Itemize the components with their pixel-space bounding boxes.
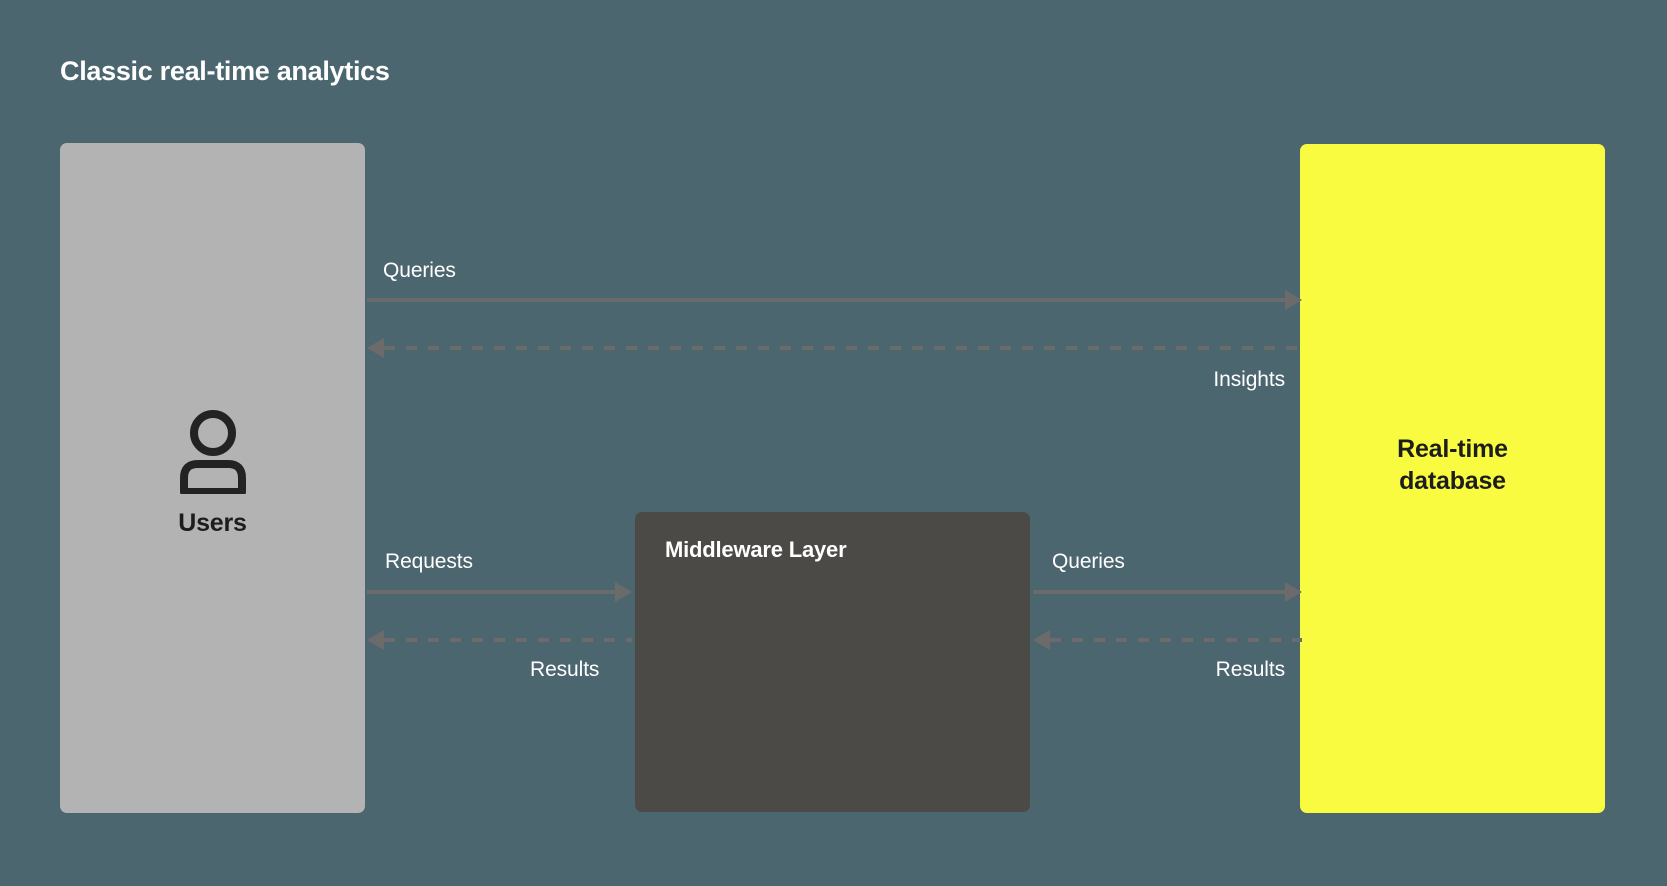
edge-label-insights: Insights: [1213, 368, 1285, 391]
person-icon: [60, 408, 365, 499]
edge-users-to-middleware-requests: [367, 582, 632, 608]
edge-label-requests: Requests: [385, 550, 473, 573]
users-node-label: Users: [178, 509, 247, 537]
node-realtime-database: Real-time database: [1300, 144, 1605, 813]
edge-database-to-middleware-results: [1033, 630, 1302, 656]
edge-middleware-to-database-queries: [1033, 582, 1302, 608]
edge-users-to-database-queries: [367, 290, 1302, 316]
middleware-node-label: Middleware Layer: [665, 537, 847, 562]
edge-middleware-to-users-results: [367, 630, 632, 656]
edge-label-results-middleware-users: Results: [530, 658, 600, 681]
users-node-content: Users: [60, 408, 365, 538]
database-label-line-1: Real-time: [1397, 435, 1508, 463]
database-label-line-2: database: [1399, 466, 1506, 495]
edge-database-to-users-insights: [367, 338, 1302, 364]
edge-label-results-database-middleware: Results: [1215, 658, 1285, 681]
edge-label-queries-users-database: Queries: [383, 259, 456, 282]
page-title: Classic real-time analytics: [60, 56, 390, 86]
database-node-label: Real-time database: [1300, 434, 1605, 497]
edge-label-queries-middleware-database: Queries: [1052, 550, 1125, 573]
node-users: Users: [60, 143, 365, 813]
node-middleware-layer: Middleware Layer: [635, 512, 1030, 812]
